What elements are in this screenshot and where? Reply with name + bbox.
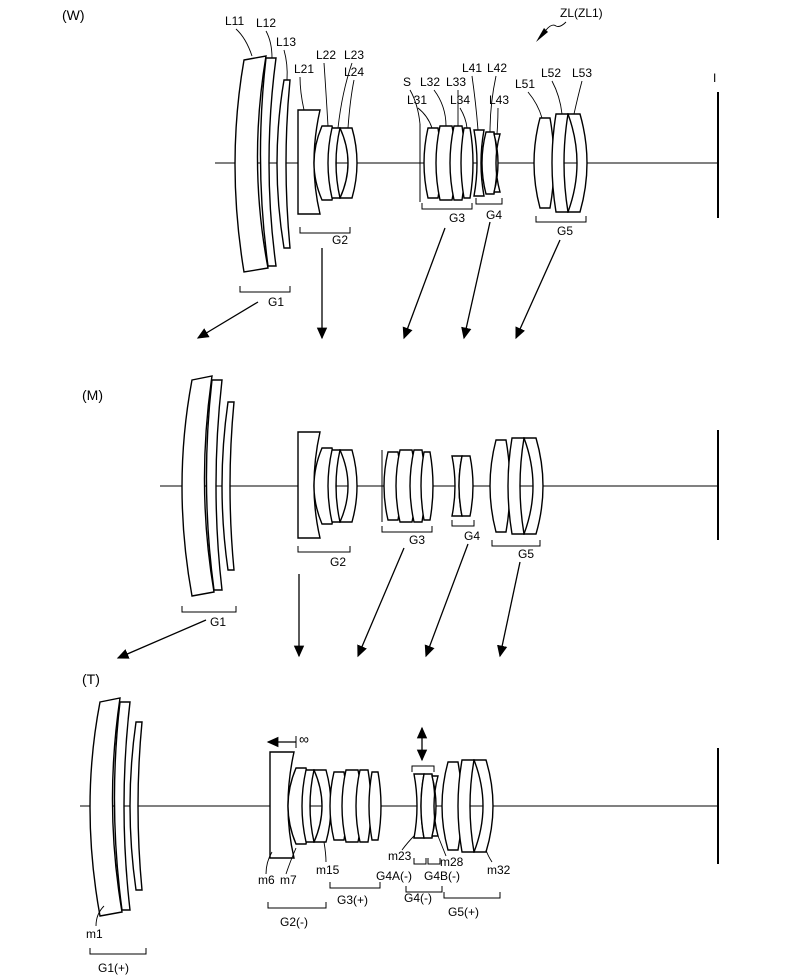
label-l43: L43 (489, 93, 509, 107)
group-label-g2-t: G2(-) (280, 915, 308, 929)
label-l33: L33 (446, 75, 466, 89)
group-label-g3-m: G3 (409, 533, 425, 547)
lens-l51 (533, 117, 555, 209)
surface-m7: m7 (280, 873, 297, 887)
label-l12: L12 (256, 16, 276, 30)
zoom-trajectories-w-to-m (196, 221, 561, 340)
middle-panel-label: (M) (82, 387, 103, 403)
label-l53: L53 (572, 66, 592, 80)
lens-g4-b-t (420, 773, 436, 839)
group-label-g2-w: G2 (332, 233, 348, 247)
group-label-g1-t: G1(+) (98, 961, 129, 975)
lens-l43 (493, 133, 501, 193)
lens-l53 (566, 113, 588, 213)
lens-g1-front-m (181, 375, 215, 597)
group-label-g4-m: G4 (464, 529, 480, 543)
system-label: ZL(ZL1) (560, 6, 603, 20)
group-label-g5-m: G5 (518, 547, 534, 561)
group-label-g4a-t: G4A(-) (376, 869, 412, 883)
lens-l24 (338, 127, 358, 199)
zoom-trajectories-m-to-t (116, 543, 521, 659)
lens-l11 (234, 55, 269, 273)
group-label-g3-w: G3 (449, 211, 465, 225)
group-label-g4b-t: G4B(-) (424, 869, 460, 883)
group-label-g2-m: G2 (330, 555, 346, 569)
lens-g5-c-t (472, 759, 494, 853)
group-brackets-t: G1(+) G2(-) G3(+) G4A(-) G4B(-) G4(-) G5… (89, 858, 501, 975)
lens-g5-c-m (522, 437, 544, 535)
label-l31: L31 (407, 93, 427, 107)
label-l42: L42 (487, 61, 507, 75)
lens-g3-d-m (420, 451, 434, 521)
leader-lines-w (235, 28, 583, 135)
group-brackets-m: G1 G2 G3 G4 G5 (181, 520, 541, 629)
group-label-g4-t: G4(-) (404, 891, 432, 905)
group-label-g1-w: G1 (268, 295, 284, 309)
lens-l12 (259, 57, 277, 267)
lens-g1-front-t (89, 697, 123, 917)
tele-panel-label: (T) (82, 671, 100, 687)
label-l11: L11 (225, 14, 244, 28)
surface-m1: m1 (86, 927, 103, 941)
lens-g1-mid-t (113, 701, 131, 911)
lens-g2-d-m (338, 449, 358, 523)
surface-m32: m32 (487, 863, 511, 877)
lens-g3-d-t (368, 771, 382, 841)
group-label-g3-t: G3(+) (337, 893, 368, 907)
g4-top-bracket (411, 765, 435, 772)
label-l52: L52 (541, 66, 561, 80)
lens-l42 (481, 131, 498, 195)
label-l23: L23 (344, 48, 364, 62)
label-l13: L13 (276, 35, 296, 49)
group-label-g1-m: G1 (210, 615, 226, 629)
telephoto-panel: (T) ∞ (80, 671, 719, 975)
lens-g1-rear-m (221, 401, 235, 571)
surface-labels-t: m1 m6 m7 m15 m23 m28 m32 (86, 835, 511, 941)
group-label-g5-w: G5 (557, 224, 573, 238)
label-l34: L34 (450, 93, 470, 107)
group-brackets-w: G1 G2 G3 G4 G5 (239, 198, 587, 309)
lens-l41 (473, 129, 485, 197)
label-l41: L41 (462, 61, 482, 75)
middle-position-panel: (M) G1 G2 G3 (82, 375, 719, 629)
focus-indicator: ∞ (266, 731, 309, 748)
lens-g1-rear-t (129, 721, 143, 891)
lens-g2-d-t (312, 769, 332, 843)
label-l32: L32 (420, 75, 440, 89)
image-plane-label: I (713, 71, 716, 85)
lens-labels-w: L11 L12 L13 L21 L22 L23 L24 S L31 L32 L3… (225, 14, 592, 107)
wide-panel-label: (W) (62, 7, 85, 23)
lens-l34 (460, 127, 474, 199)
surface-m6: m6 (258, 873, 275, 887)
label-l51: L51 (515, 77, 535, 91)
group-label-g4-w: G4 (486, 208, 502, 222)
surface-m28: m28 (440, 855, 464, 869)
label-l22: L22 (316, 48, 336, 62)
lens-g5-a-m (489, 439, 511, 533)
label-l21: L21 (294, 62, 314, 76)
label-s: S (403, 75, 411, 89)
infinity-symbol: ∞ (299, 731, 309, 747)
surface-m23: m23 (388, 849, 412, 863)
lens-l13 (276, 79, 291, 249)
label-l24: L24 (344, 65, 364, 79)
wide-angle-panel: (W) ZL(ZL1) I (62, 6, 719, 309)
lens-g4-b-m (458, 455, 474, 517)
lens-g1-mid-m (205, 379, 223, 591)
surface-m15: m15 (316, 863, 340, 877)
group-label-g5-t: G5(+) (448, 905, 479, 919)
system-arrow-icon (536, 28, 548, 42)
